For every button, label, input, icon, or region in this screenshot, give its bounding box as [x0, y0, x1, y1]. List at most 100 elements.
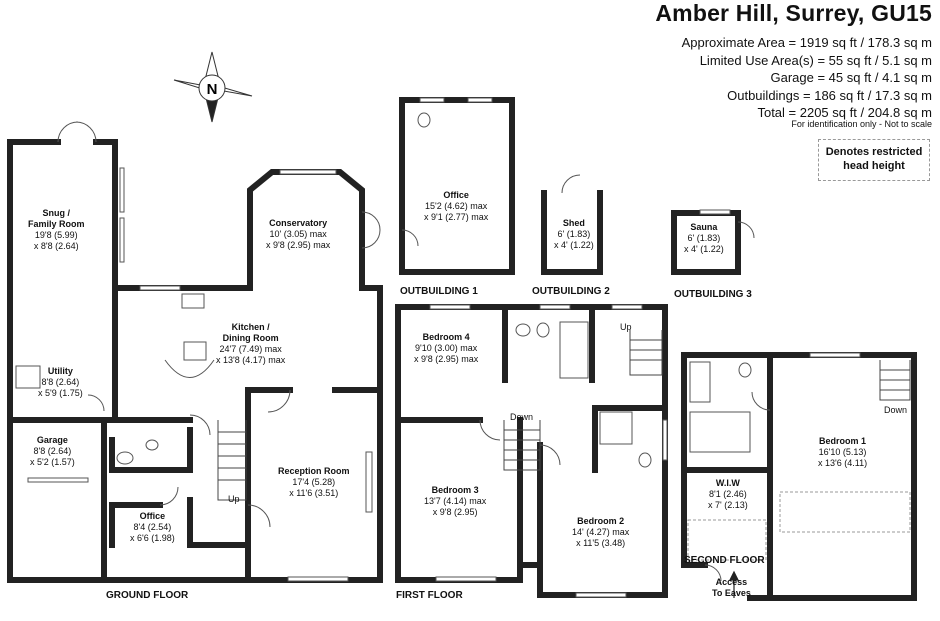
- windows: [27, 97, 861, 598]
- room-label-bedroom1: Bedroom 1 16'10 (5.13) x 13'6 (4.11): [818, 436, 867, 469]
- toilet: [116, 451, 134, 465]
- floor-label-ground: GROUND FLOOR: [106, 590, 189, 601]
- double-basin: [689, 361, 711, 403]
- stair-label-down: Down: [510, 412, 534, 422]
- floor-label-outbuilding2: OUTBUILDING 2: [532, 286, 610, 297]
- room-name: W.I.W: [715, 478, 740, 488]
- room-dimension: 6' (1.83): [687, 233, 721, 243]
- room-label-bedroom3: Bedroom 3 13'7 (4.14) max x 9'8 (2.95): [424, 485, 486, 518]
- room-label-bedroom4: Bedroom 4 9'10 (3.00) max x 9'8 (2.95) m…: [414, 332, 478, 365]
- room-dimension: x 9'8 (2.95) max: [266, 240, 331, 250]
- room-dimension: 6' (1.83): [557, 229, 591, 239]
- area-line: Approximate Area = 1919 sq ft / 178.3 sq…: [681, 35, 932, 50]
- floor-label-outbuilding3: OUTBUILDING 3: [674, 289, 752, 300]
- area-line: Limited Use Area(s) = 55 sq ft / 5.1 sq …: [699, 52, 932, 68]
- access-label: To Eaves: [712, 588, 751, 598]
- room-dimension: 13'7 (4.14) max: [424, 496, 487, 506]
- area-line: Total = 2205 sq ft / 204.8 sq m: [757, 105, 932, 120]
- walls: [7, 97, 917, 601]
- room-name: Office: [443, 190, 469, 200]
- door: [751, 391, 771, 411]
- room-name: Dining Room: [222, 333, 279, 343]
- toilet: [536, 322, 550, 338]
- door: [267, 389, 291, 413]
- room-label-bedroom2: Bedroom 2 14' (4.27) max x 11'5 (3.48): [572, 516, 629, 549]
- access-label: Access: [715, 577, 748, 587]
- room-dimension: x 11'5 (3.48): [576, 538, 626, 548]
- room-dimension: x 9'1 (2.77) max: [424, 212, 489, 222]
- door: [539, 444, 561, 466]
- window: [119, 167, 125, 213]
- room-label-shed: Shed 6' (1.83) x 4' (1.22): [554, 218, 594, 251]
- room-dimension: x 4' (1.22): [554, 240, 594, 250]
- area-line: Outbuildings = 186 sq ft / 17.3 sq m: [727, 87, 932, 103]
- utility-sink: [15, 365, 41, 389]
- room-dimension: 9'10 (3.00) max: [415, 343, 478, 353]
- restricted-areas: [687, 491, 911, 561]
- window: [611, 304, 643, 310]
- restricted-legend-line: Denotes restricted: [825, 146, 923, 158]
- window: [539, 304, 571, 310]
- room-name: Garage: [36, 435, 68, 445]
- room-dimension: 17'4 (5.28): [292, 477, 336, 487]
- access-to-eaves-label: Access To Eaves: [712, 577, 751, 599]
- window: [435, 576, 497, 582]
- room-dimension: 8'8 (2.64): [33, 446, 72, 456]
- room-dimension: x 8'8 (2.64): [33, 241, 79, 251]
- room-dimension: x 9'8 (2.95) max: [414, 354, 479, 364]
- staircases: [217, 330, 911, 501]
- room-label-office-outbuilding: Office 15'2 (4.62) max x 9'1 (2.77) max: [424, 190, 488, 223]
- room-name: Shed: [562, 218, 585, 228]
- restricted-area: [687, 519, 767, 561]
- restricted-area: [779, 491, 911, 533]
- french-door: [57, 121, 97, 143]
- floor-label-second: SECOND FLOOR: [684, 555, 765, 566]
- window: [429, 304, 471, 310]
- window: [139, 285, 181, 291]
- window: [662, 419, 668, 461]
- toilet: [417, 112, 431, 128]
- room-label-office-gf: Office 8'4 (2.54) x 6'6 (1.98): [130, 511, 175, 544]
- toilet: [738, 362, 752, 378]
- ff-walls: [395, 304, 668, 598]
- door: [87, 394, 105, 412]
- room-dimension: 16'10 (5.13): [818, 447, 867, 457]
- window: [279, 169, 337, 175]
- stair-label-up: Up: [620, 322, 632, 332]
- door: [189, 414, 211, 436]
- room-dimension: 8'8 (2.64): [41, 377, 80, 387]
- compass-icon: N: [173, 51, 253, 123]
- kitchen-sink: [181, 293, 205, 309]
- gf-stairs: [217, 420, 247, 501]
- ff-stairs-up: [629, 330, 663, 376]
- fireplace: [365, 451, 373, 513]
- door: [704, 564, 722, 582]
- window: [809, 352, 861, 358]
- door: [737, 221, 755, 239]
- room-dimension: 15'2 (4.62) max: [425, 201, 488, 211]
- floor-label-first: FIRST FLOOR: [396, 590, 463, 601]
- window: [287, 576, 349, 582]
- area-line: Garage = 45 sq ft / 4.1 sq m: [770, 70, 932, 85]
- room-name: Conservatory: [269, 218, 328, 228]
- room-label-wiw: W.I.W 8'1 (2.46) x 7' (2.13): [708, 478, 748, 511]
- window: [119, 217, 125, 263]
- window: [27, 477, 89, 483]
- hob: [183, 341, 207, 361]
- bath: [559, 321, 589, 379]
- room-label-snug: Snug / Family Room 19'8 (5.99) x 8'8 (2.…: [28, 208, 85, 252]
- room-dimension: x 6'6 (1.98): [130, 533, 175, 543]
- gf-office-walls: [109, 497, 251, 548]
- room-name: Bedroom 1: [819, 436, 867, 446]
- door: [159, 486, 179, 506]
- property-title: Amber Hill, Surrey, GU15: [655, 0, 932, 26]
- sf-stairs: [879, 360, 911, 401]
- window: [575, 592, 627, 598]
- area-summary: Approximate Area = 1919 sq ft / 178.3 sq…: [682, 34, 932, 122]
- door: [561, 174, 581, 194]
- room-label-conservatory: Conservatory 10' (3.05) max x 9'8 (2.95)…: [266, 218, 330, 251]
- room-dimension: x 11'6 (3.51): [289, 488, 339, 498]
- restricted-legend: Denotes restricted head height: [818, 139, 930, 181]
- stair-label-up: Up: [228, 494, 240, 504]
